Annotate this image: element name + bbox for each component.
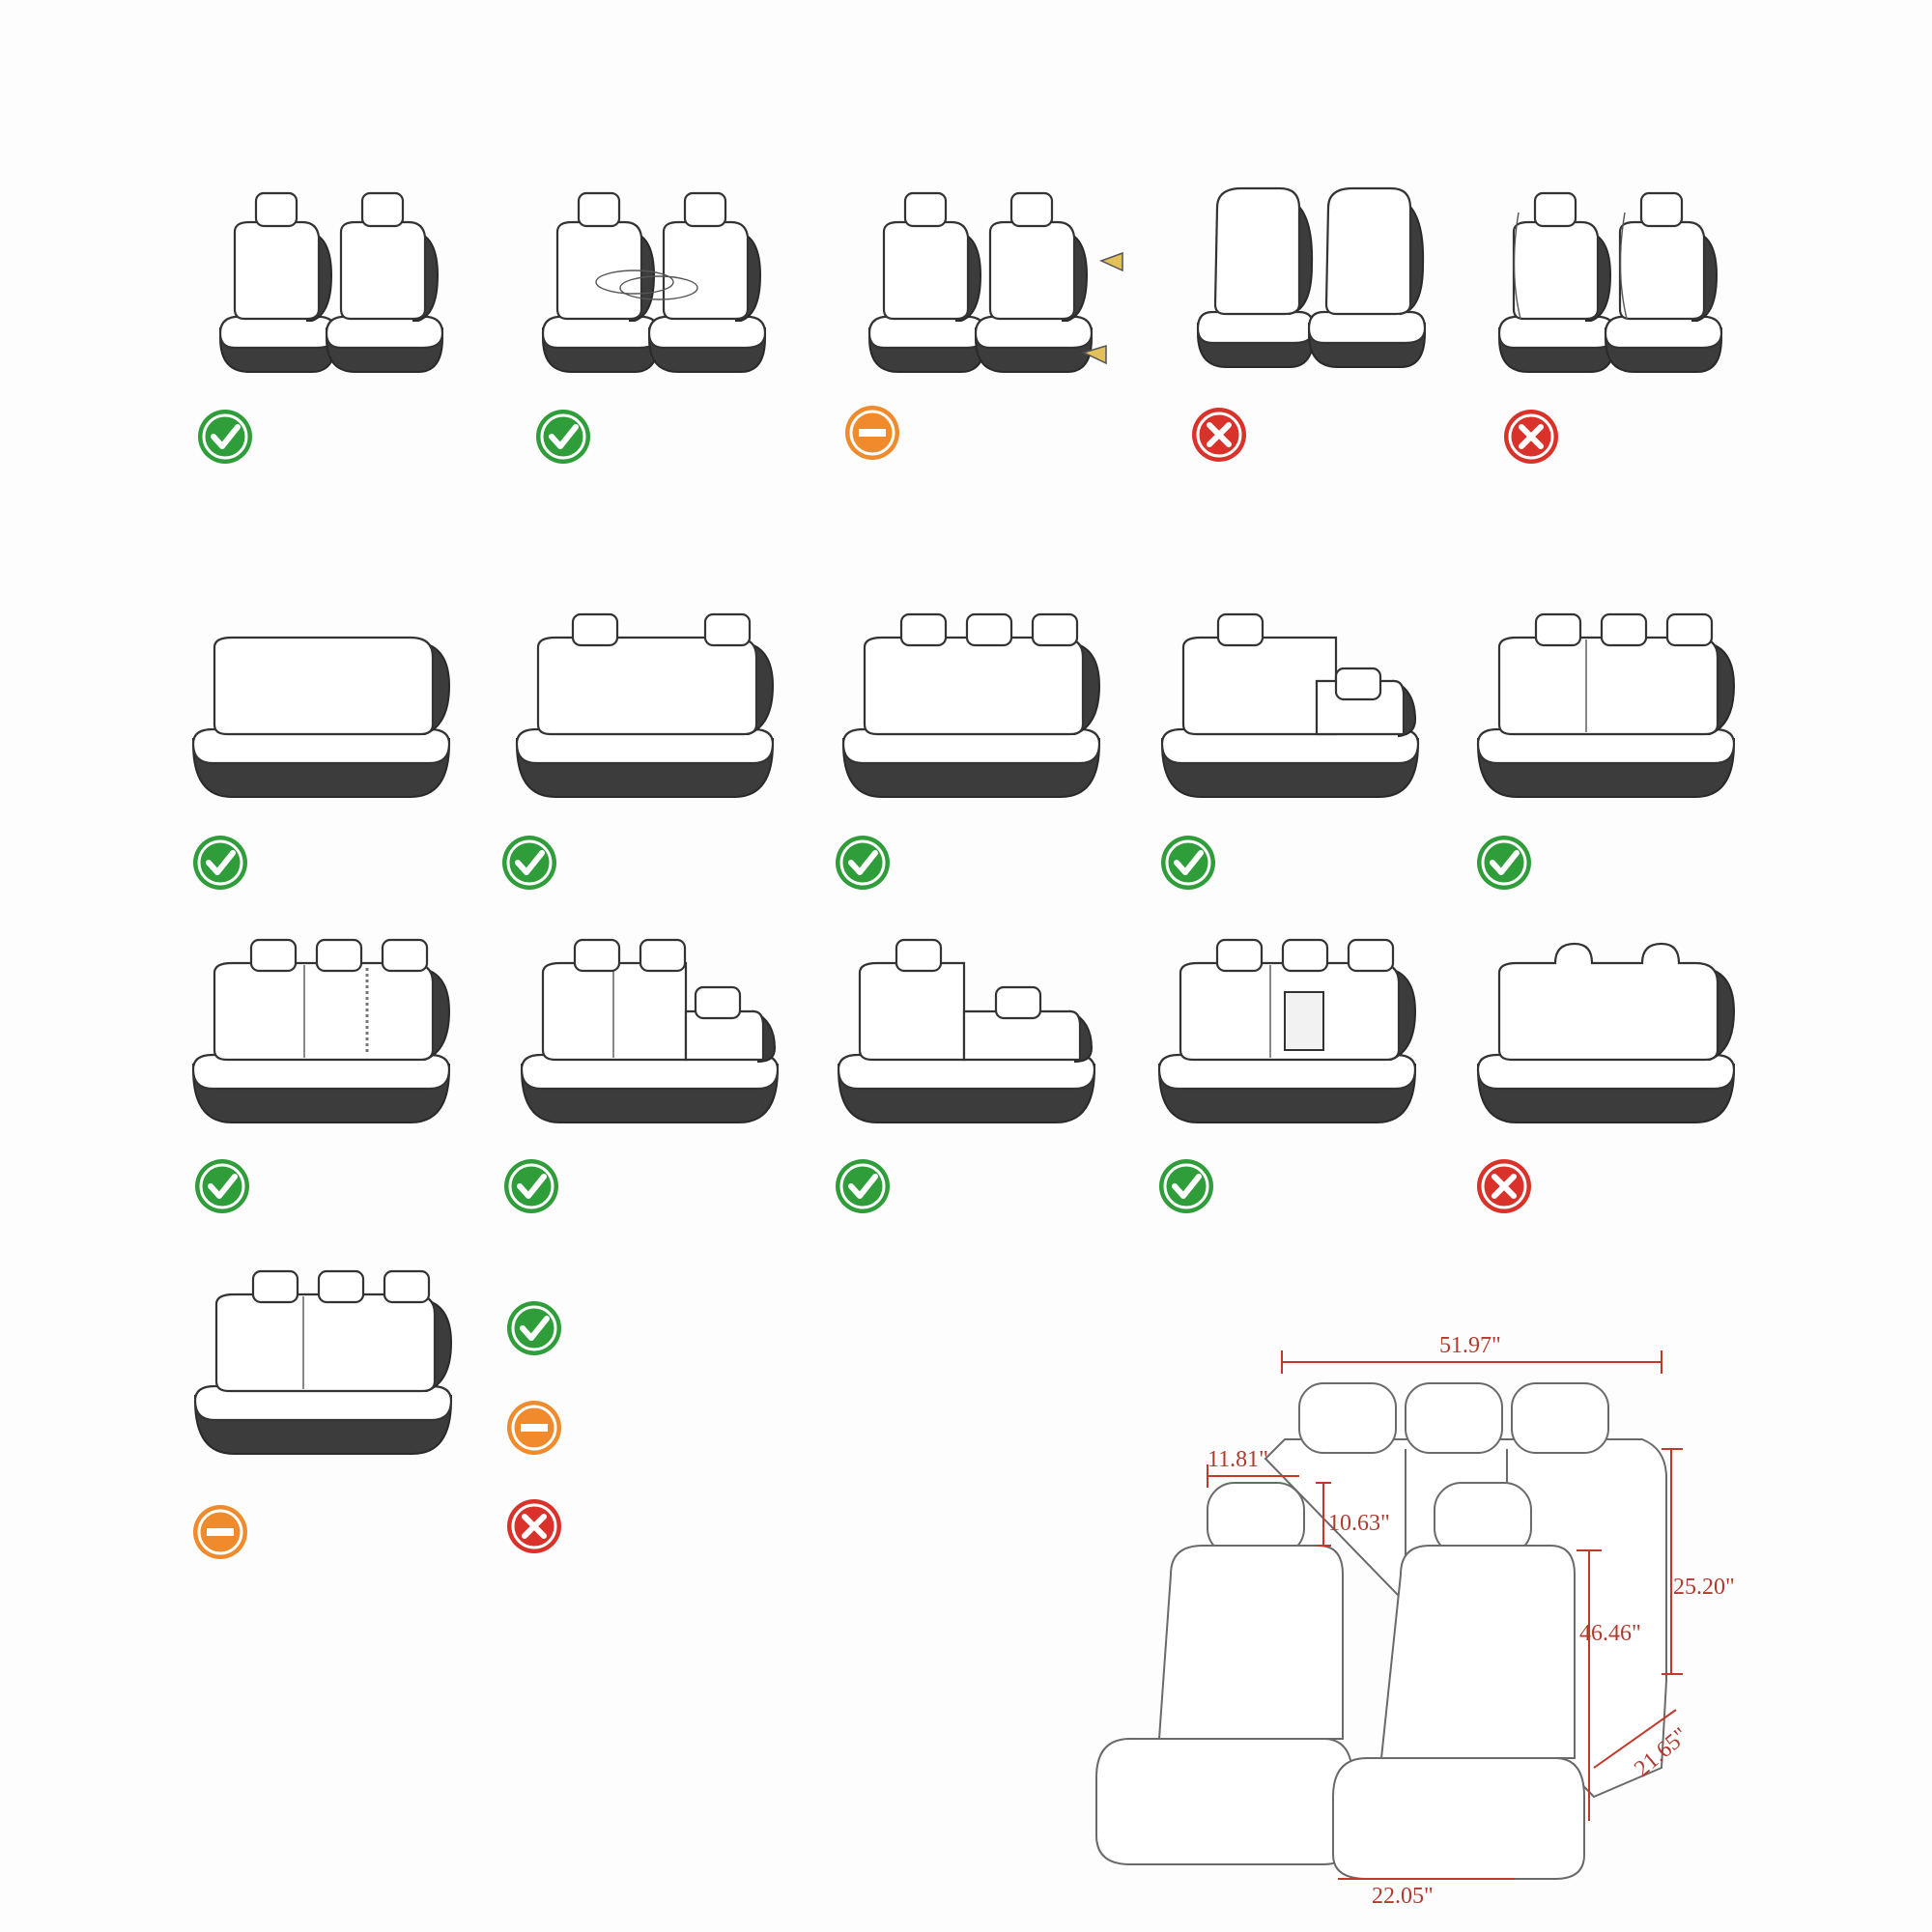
variant-rear-bench-no-headrest	[191, 636, 451, 799]
dim-headrest-height: 10.63"	[1328, 1511, 1390, 1536]
dim-headrest-width: 11.81"	[1208, 1447, 1268, 1472]
status-ok-icon	[836, 1159, 890, 1213]
dim-rear-back-height: 25.20"	[1673, 1575, 1735, 1600]
status-ok-icon	[502, 836, 556, 890]
variant-rear-bench-2-headrests	[515, 612, 775, 799]
status-no-icon	[1477, 1159, 1531, 1213]
status-partial-icon	[191, 1503, 249, 1561]
status-no-icon	[1192, 408, 1246, 462]
status-ok-icon	[836, 836, 890, 890]
airbag-tag-icon	[1081, 344, 1107, 365]
variant-rear-bench-mixed	[193, 1269, 453, 1456]
status-no-icon	[1504, 410, 1558, 464]
status-partial-icon	[505, 1399, 563, 1457]
variant-rear-bench-40-60-split	[837, 938, 1096, 1123]
variant-rear-bench-3-headrests-split	[1476, 612, 1736, 799]
variant-rear-bench-armrest-center	[1157, 938, 1417, 1124]
dim-total-width: 51.97"	[1439, 1333, 1501, 1358]
dimension-diagram: 51.97" 11.81" 10.63" 25.20" 46.46" 21.65…	[1095, 1333, 1735, 1909]
variant-rear-bench-60-40-split	[520, 938, 780, 1123]
variant-rear-bench-integrated-headrests	[1476, 942, 1736, 1123]
variant-front-pair-sport-bolster	[1497, 191, 1723, 374]
status-ok-icon	[536, 410, 590, 464]
variant-rear-bench-zipper-split	[191, 938, 451, 1124]
status-ok-icon	[198, 410, 252, 464]
status-ok-icon	[504, 1159, 558, 1213]
status-ok-icon	[193, 836, 247, 890]
variant-front-pair-armrest	[541, 191, 767, 374]
variant-front-pair-basic	[218, 191, 444, 374]
variant-front-pair-side-airbag	[867, 191, 1123, 374]
status-ok-icon	[1159, 1159, 1213, 1213]
variant-front-pair-integrated-headrest	[1196, 186, 1427, 368]
status-ok-icon	[1161, 836, 1215, 890]
status-ok-icon	[195, 1159, 249, 1213]
center-armrest-icon	[1284, 991, 1324, 1051]
airbag-tag-icon	[1099, 251, 1123, 272]
variant-rear-bench-split-one-headrest	[1160, 612, 1420, 798]
dim-front-back-height: 46.46"	[1579, 1621, 1641, 1646]
status-no-icon	[507, 1499, 561, 1553]
status-partial-icon	[843, 404, 901, 462]
dim-seat-width: 22.05"	[1372, 1884, 1434, 1909]
variant-rear-bench-3-headrests	[841, 612, 1101, 799]
status-ok-icon	[507, 1301, 561, 1355]
status-ok-icon	[1477, 836, 1531, 890]
